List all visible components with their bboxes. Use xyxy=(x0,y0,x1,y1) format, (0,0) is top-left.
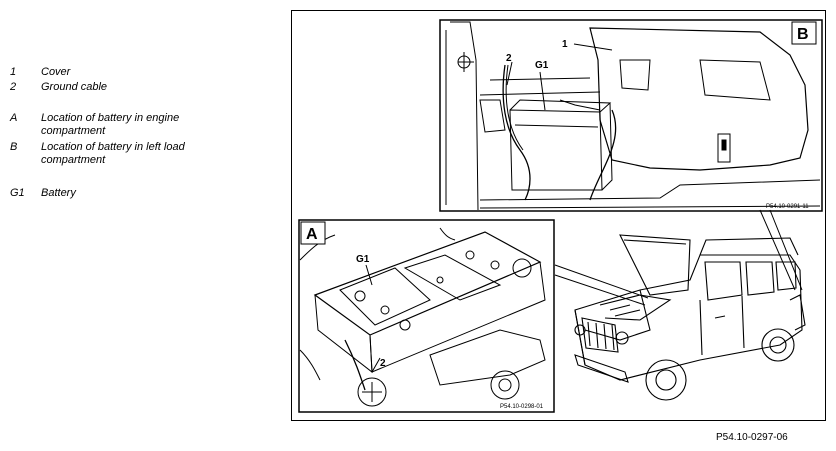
panel-a-illustration xyxy=(298,219,649,413)
legend-key: 1 xyxy=(10,66,17,78)
legend-key: G1 xyxy=(10,187,25,199)
panel-b-illustration xyxy=(439,19,823,291)
legend-desc: Cover xyxy=(41,66,71,78)
legend-key: 2 xyxy=(10,81,17,93)
legend-desc: Location of battery in left load compart… xyxy=(41,141,185,166)
legend-key: B xyxy=(10,141,18,153)
panel-a-code: P54.10-0298-01 xyxy=(500,404,544,410)
legend-desc: Battery xyxy=(41,187,76,199)
callout-1: 1 xyxy=(562,39,568,50)
legend-desc: Location of battery in engine compartmen… xyxy=(41,112,180,137)
legend-desc: Ground cable xyxy=(41,81,108,93)
figure-frame xyxy=(291,10,826,421)
figure-reference-code: P54.10-0297-06 xyxy=(716,432,788,443)
callout-2-a: 2 xyxy=(380,358,386,369)
callout-g1-a: G1 xyxy=(356,254,370,265)
callout-g1-b: G1 xyxy=(535,60,549,71)
panel-b-code: P54.10-0291-11 xyxy=(766,204,809,210)
vehicle-illustration xyxy=(574,234,806,401)
panel-a-label: A xyxy=(306,226,318,243)
callout-2-b: 2 xyxy=(506,53,512,64)
legend-key: A xyxy=(10,112,18,124)
panel-b-label: B xyxy=(797,26,809,43)
